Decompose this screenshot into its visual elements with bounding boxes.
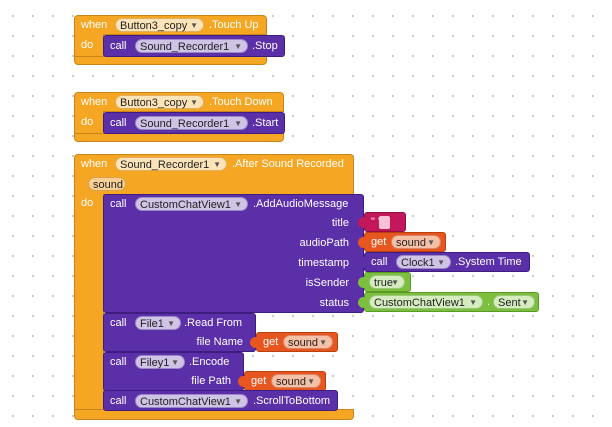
method-name: .Start <box>252 117 279 129</box>
call-keyword: call <box>110 117 127 129</box>
triangle-down-icon: ▼ <box>437 258 445 267</box>
variable-dropdown[interactable]: sound ▼ <box>271 374 321 388</box>
call-keyword: call <box>371 256 388 268</box>
variable-dropdown[interactable]: sound ▼ <box>391 235 441 249</box>
event-block-footer <box>74 56 267 65</box>
input-connector <box>238 376 245 387</box>
do-keyword: do <box>81 197 94 209</box>
event-name: .Touch Down <box>209 96 273 108</box>
call-block-read-from[interactable]: call File1 ▼ .Read From file Name <box>103 313 256 352</box>
get-keyword: get <box>263 336 279 348</box>
component-dropdown[interactable]: Button3_copy ▼ <box>115 18 204 32</box>
text-block-value: " " <box>371 216 382 228</box>
method-name: .Encode <box>189 356 230 368</box>
event-name: .After Sound Recorded <box>232 158 344 170</box>
component-dropdown[interactable]: CustomChatView1 ▼ <box>369 295 483 309</box>
do-keyword: do <box>81 39 94 51</box>
call-keyword: call <box>110 198 127 210</box>
triangle-down-icon: ▼ <box>427 238 435 247</box>
input-connector <box>358 237 365 248</box>
call-keyword: call <box>110 395 127 407</box>
method-name: .Stop <box>252 40 278 52</box>
input-connector <box>250 337 257 348</box>
arg-label-title: title <box>331 217 349 229</box>
call-block-start[interactable]: call Sound_Recorder1 ▼ .Start <box>103 112 285 134</box>
arg-label-status: status <box>319 297 349 309</box>
call-block-encode[interactable]: call Filey1 ▼ .Encode file Path <box>103 352 244 391</box>
helper-block-status[interactable]: CustomChatView1 ▼ . Sent ▼ <box>358 292 539 312</box>
do-keyword: do <box>81 116 94 128</box>
when-keyword: when <box>81 158 108 170</box>
boolean-dropdown[interactable]: true ▼ <box>369 275 405 289</box>
when-keyword: when <box>81 19 108 31</box>
text-block-title[interactable]: " " <box>358 212 406 232</box>
triangle-down-icon: ▼ <box>171 358 179 367</box>
component-dropdown[interactable]: Clock1 ▼ <box>396 255 451 269</box>
triangle-down-icon: ▼ <box>391 278 399 287</box>
arg-label-timestamp: timestamp <box>298 257 349 269</box>
input-connector <box>358 217 365 228</box>
call-block-system-time[interactable]: call Clock1 ▼ .System Time <box>358 252 530 272</box>
dot-separator: . <box>487 296 491 308</box>
triangle-down-icon: ▼ <box>213 160 221 169</box>
component-dropdown[interactable]: Filey1 ▼ <box>135 355 185 369</box>
status-dropdown[interactable]: Sent ▼ <box>493 295 535 309</box>
input-connector <box>358 277 365 288</box>
method-name: .AddAudioMessage <box>253 198 349 210</box>
event-param-sound[interactable]: sound <box>88 177 126 191</box>
component-dropdown[interactable]: CustomChatView1 ▼ <box>135 197 248 211</box>
get-keyword: get <box>251 375 267 387</box>
input-connector <box>358 257 365 268</box>
get-block-file-path[interactable]: get sound ▼ <box>238 371 326 391</box>
event-block-footer <box>74 133 284 142</box>
get-keyword: get <box>371 236 387 248</box>
triangle-down-icon: ▼ <box>319 338 327 347</box>
logic-block-true[interactable]: true ▼ <box>358 272 411 292</box>
event-name: .Touch Up <box>209 19 259 31</box>
call-block-stop[interactable]: call Sound_Recorder1 ▼ .Stop <box>103 35 285 57</box>
component-dropdown[interactable]: Button3_copy ▼ <box>115 95 204 109</box>
variable-dropdown[interactable]: sound ▼ <box>283 335 333 349</box>
text-field-empty[interactable] <box>379 216 390 229</box>
triangle-down-icon: ▼ <box>469 298 477 307</box>
input-connector <box>358 297 365 308</box>
arg-label-file-name: file Name <box>196 336 243 348</box>
arg-label-is-sender: isSender <box>305 277 349 289</box>
method-name: .Read From <box>184 317 243 329</box>
call-keyword: call <box>110 317 127 329</box>
method-name: .ScrollToBottom <box>253 395 331 407</box>
triangle-down-icon: ▼ <box>234 119 242 128</box>
component-dropdown[interactable]: Sound_Recorder1 ▼ <box>135 39 248 53</box>
method-name: .System Time <box>455 256 522 268</box>
arg-label-file-path: file Path <box>191 375 231 387</box>
triangle-down-icon: ▼ <box>167 319 175 328</box>
when-keyword: when <box>81 96 108 108</box>
get-block-audio-path[interactable]: get sound ▼ <box>358 232 446 252</box>
triangle-down-icon: ▼ <box>234 42 242 51</box>
triangle-down-icon: ▼ <box>521 298 529 307</box>
component-dropdown[interactable]: CustomChatView1 ▼ <box>135 394 248 408</box>
component-dropdown[interactable]: Sound_Recorder1 ▼ <box>115 157 227 171</box>
triangle-down-icon: ▼ <box>307 377 315 386</box>
triangle-down-icon: ▼ <box>234 397 242 406</box>
get-block-file-name[interactable]: get sound ▼ <box>250 332 338 352</box>
call-block-add-audio-message[interactable]: call CustomChatView1 ▼ .AddAudioMessage … <box>103 194 364 313</box>
call-keyword: call <box>110 40 127 52</box>
component-dropdown[interactable]: File1 ▼ <box>135 316 181 330</box>
call-block-scroll-to-bottom[interactable]: call CustomChatView1 ▼ .ScrollToBottom <box>103 390 338 411</box>
triangle-down-icon: ▼ <box>190 98 198 107</box>
triangle-down-icon: ▼ <box>190 21 198 30</box>
call-keyword: call <box>110 356 127 368</box>
triangle-down-icon: ▼ <box>234 200 242 209</box>
component-dropdown[interactable]: Sound_Recorder1 ▼ <box>135 116 248 130</box>
event-block-do-rail <box>74 194 104 412</box>
arg-label-audio-path: audioPath <box>299 237 349 249</box>
